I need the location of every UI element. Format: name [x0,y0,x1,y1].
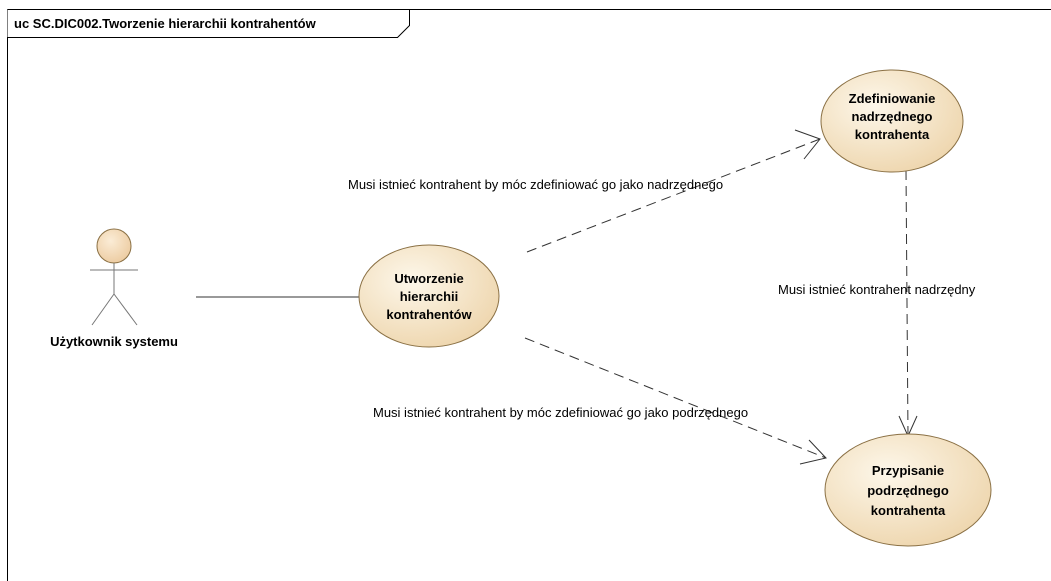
arrowhead [799,439,827,465]
dependency-label-main-to-parent: Musi istnieć kontrahent by móc zdefiniow… [348,177,723,192]
use-case-label-line: nadrzędnego [852,109,933,124]
actor-left-leg [91,293,115,326]
use-case-define-parent[interactable]: Zdefiniowanie nadrzędnego kontrahenta [820,69,964,173]
use-case-assign-child[interactable]: Przypisanie podrzędnego kontrahenta [824,433,992,547]
use-case-label-line: kontrahenta [855,127,930,142]
arrowhead [794,129,821,160]
dependency-main-to-child[interactable]: Musi istnieć kontrahent by móc zdefiniow… [373,337,827,465]
frame-title: uc SC.DIC002.Tworzenie hierarchii kontra… [14,16,317,31]
diagram-frame: uc SC.DIC002.Tworzenie hierarchii kontra… [7,9,1051,581]
use-case-label-line: Zdefiniowanie [849,91,936,106]
actor-head [96,228,132,264]
use-case-label-line: kontrahenta [871,503,946,518]
actor-user[interactable]: Użytkownik systemu [50,228,178,349]
dependency-main-to-parent[interactable]: Musi istnieć kontrahent by móc zdefiniow… [348,129,821,253]
dependency-label-main-to-child: Musi istnieć kontrahent by móc zdefiniow… [373,405,748,420]
dependency-parent-to-child[interactable]: Musi istnieć kontrahent nadrzędny [778,169,976,438]
use-case-label-line: Utworzenie [394,271,463,286]
use-case-label-line: kontrahentów [386,307,472,322]
actor-name: Użytkownik systemu [50,334,178,349]
use-case-label-line: Przypisanie [872,463,944,478]
actor-right-leg [113,293,138,326]
use-case-create-hierarchy[interactable]: Utworzenie hierarchii kontrahentów [358,244,500,348]
use-case-label-line: podrzędnego [867,483,949,498]
dependency-label-parent-to-child: Musi istnieć kontrahent nadrzędny [778,282,976,297]
use-case-label-line: hierarchii [400,289,459,304]
